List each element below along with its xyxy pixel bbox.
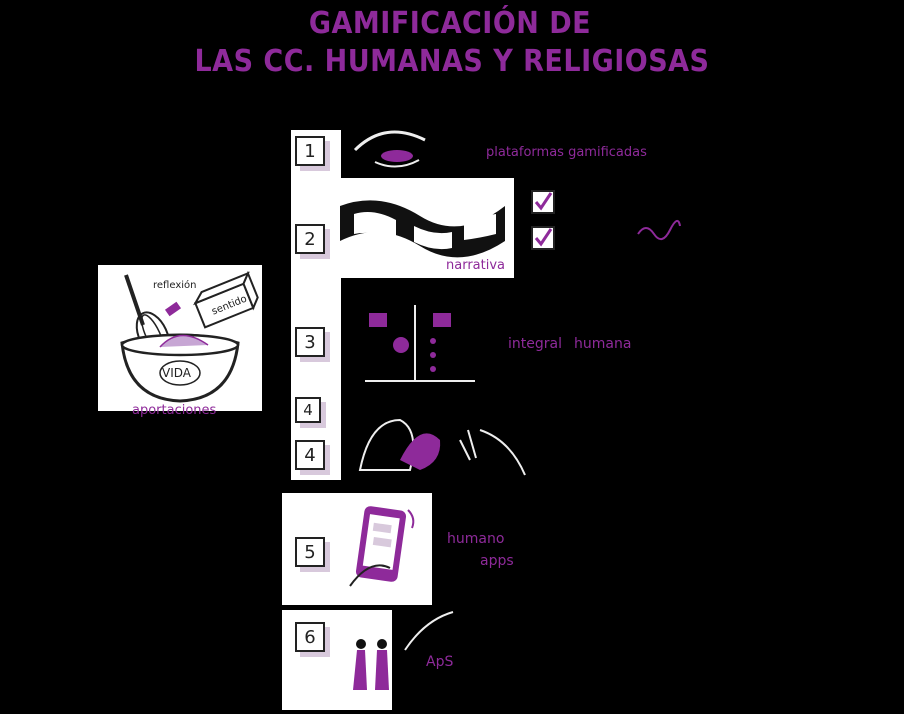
- checkbox-icon-1: [531, 190, 555, 214]
- aportaciones-caption: aportaciones: [132, 403, 217, 418]
- vida-label: VIDA: [162, 366, 191, 380]
- step-5-label-line2: apps: [480, 553, 514, 569]
- step-4a-number: 4: [295, 397, 321, 423]
- step-3-label-left: integral: [508, 336, 562, 352]
- people-illustration: [353, 611, 454, 690]
- reflexion-label: reflexión: [153, 280, 197, 291]
- step-2-number: 2: [295, 224, 325, 254]
- step-3-label-right: humana: [574, 336, 632, 352]
- step-5-label-line1: humano: [447, 531, 505, 547]
- bowl-illustration: [120, 270, 259, 403]
- step-5-number: 5: [295, 537, 325, 567]
- step-4b-number: 4: [295, 440, 325, 470]
- board-illustration: [365, 305, 475, 382]
- page-title-line2: LAS CC. HUMANAS Y RELIGIOSAS: [194, 44, 710, 79]
- page-title-line1: GAMIFICACIÓN DE: [308, 6, 592, 41]
- smartphone-icon: [349, 506, 415, 587]
- eye-illustration: [353, 130, 426, 168]
- step-3-number: 3: [295, 327, 325, 357]
- scribble-icon: [637, 219, 681, 241]
- step-6-label: ApS: [426, 654, 454, 670]
- step-1-number: 1: [295, 136, 325, 166]
- step-1-label: plataformas gamificadas: [486, 145, 647, 160]
- hands-illustration: [358, 418, 526, 476]
- step-6-number: 6: [295, 622, 325, 652]
- step-2-label: narrativa: [446, 258, 506, 273]
- checkbox-icon-2: [531, 226, 555, 250]
- film-strip-icon: [340, 200, 505, 258]
